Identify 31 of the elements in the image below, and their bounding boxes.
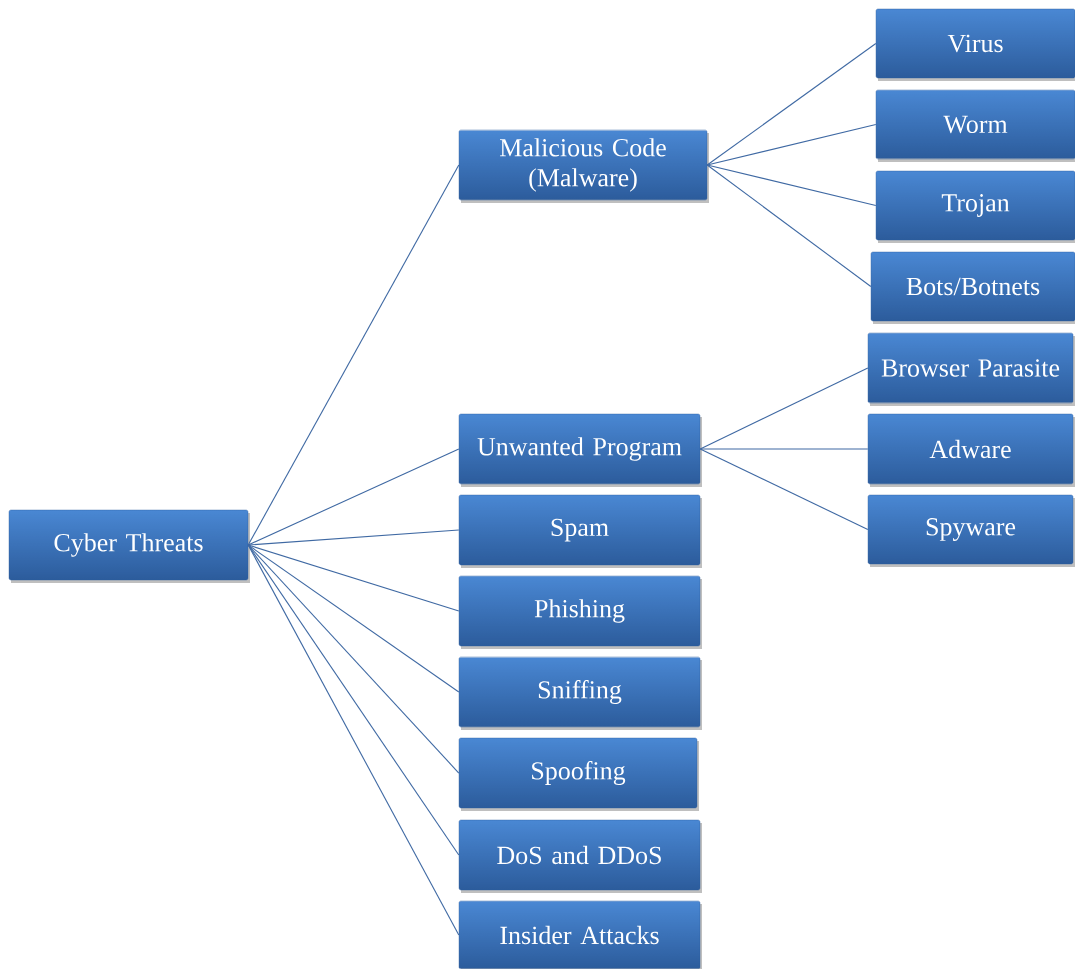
connector-line	[247, 544, 460, 693]
connector-line	[247, 529, 460, 546]
threat-box: Unwanted Program	[458, 413, 702, 487]
threat-box: Insider Attacks	[458, 900, 702, 969]
connector-line	[706, 42, 877, 166]
connector-line	[699, 448, 869, 450]
connector-line	[699, 367, 869, 450]
threat-box: Worm	[875, 89, 1075, 162]
connector-line	[247, 448, 460, 546]
threat-box: Spam	[458, 494, 702, 568]
threat-box: Trojan	[875, 170, 1075, 243]
threat-box: Phishing	[458, 575, 702, 649]
threat-box: Cyber Threats	[8, 509, 250, 583]
connector-line	[247, 544, 460, 612]
threat-box: Spoofing	[458, 737, 699, 811]
connector-line	[247, 544, 460, 936]
threat-box: Malicious Code (Malware)	[458, 129, 709, 203]
connector-line	[706, 164, 872, 288]
connector-line	[699, 448, 869, 531]
threat-box: Spyware	[867, 494, 1075, 567]
threat-box: Bots/Botnets	[870, 251, 1075, 324]
connector-line	[706, 164, 877, 207]
threat-box: Sniffing	[458, 656, 702, 730]
connector-line	[247, 164, 460, 546]
threat-box: Virus	[875, 8, 1075, 81]
connector-line	[247, 544, 460, 856]
threat-box: Adware	[867, 413, 1075, 487]
threat-box: DoS and DDoS	[458, 819, 702, 893]
threat-box: Browser Parasite	[867, 332, 1075, 406]
connector-line	[706, 123, 877, 166]
connector-line	[247, 544, 460, 774]
